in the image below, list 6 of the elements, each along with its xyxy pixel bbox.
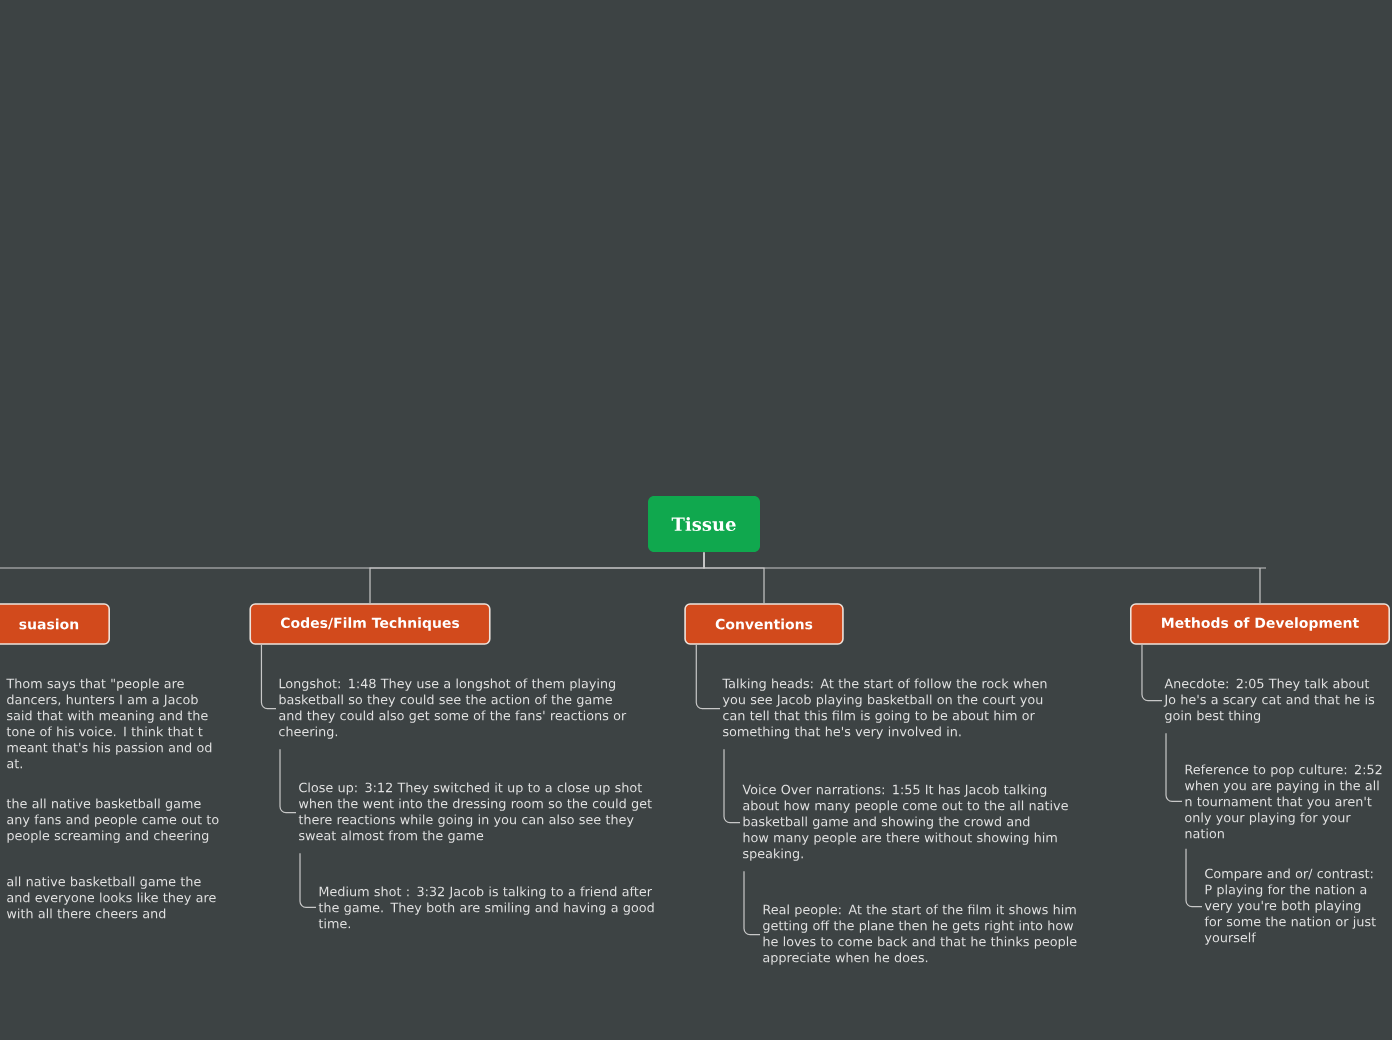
connector-line: [1141, 644, 1163, 702]
connector-line: [260, 644, 277, 710]
connector-line: [703, 551, 1267, 604]
root-box: Tissue: [648, 496, 760, 552]
connector-line: [695, 644, 721, 710]
connector-line: [279, 748, 297, 814]
